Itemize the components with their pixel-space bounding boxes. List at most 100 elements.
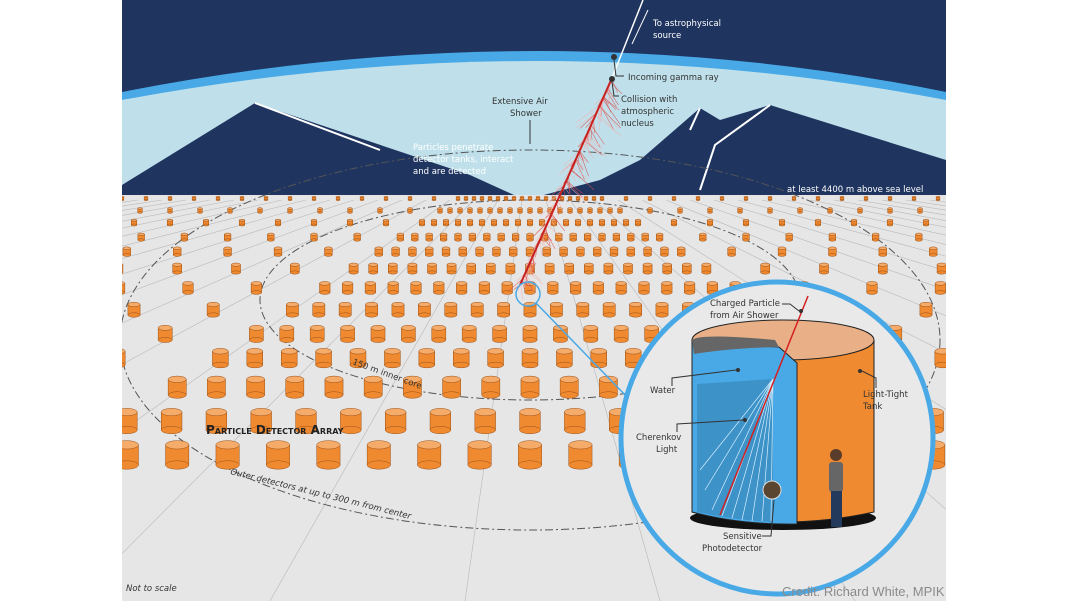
detector-tank [349,348,367,369]
collision-point [609,76,615,82]
shower-particle [530,261,534,275]
detector-tank [917,207,923,214]
detector-tank [593,246,602,257]
detector-tank [180,232,188,242]
detector-tank [919,301,933,318]
detector-tank [591,195,597,201]
detector-tank [417,440,442,470]
detector-tank [231,262,241,275]
shower-particle [584,140,603,156]
detector-tank [562,218,570,227]
detector-tank [934,281,946,295]
detector-tank [452,348,470,369]
shower-particle [556,202,559,216]
detector-tank [559,246,568,257]
detector-tank [157,325,173,343]
detector-tank [246,348,264,369]
detector-tank [127,301,141,318]
shower-particle [588,131,592,141]
shower-core [519,77,613,286]
detector-tank [279,325,295,343]
shower-particle [575,112,598,129]
detector-tank [471,195,477,201]
grid-line [0,200,90,601]
detector-tank [425,246,434,257]
detector-tank [587,207,593,214]
grid-line [122,199,403,324]
detector-tank [577,207,583,214]
detector-tank [878,262,888,275]
detector-tank [638,281,650,295]
detector-tank [466,262,476,275]
detector-tank [527,207,533,214]
detector-tank [660,246,669,257]
detector-tank [583,195,589,201]
detector-tank [370,325,386,343]
detector-tank [207,375,226,399]
detector-tank [507,207,513,214]
shower-particle [531,258,537,265]
detector-tank [478,218,486,227]
grid-line [269,199,499,601]
detector-tank [568,440,593,470]
detector-tank [501,281,513,295]
shower-particle [548,192,562,203]
detector-tank [137,232,145,242]
detector-tank [481,375,501,399]
lens-border [618,279,936,597]
detector-tank [246,375,265,399]
detector-tank [122,195,125,201]
detector-tank [547,281,559,295]
detector-tank [383,195,389,201]
grid-line [954,200,1068,601]
shower-particle [578,152,584,172]
detector-tank [569,232,577,242]
shower-particle [550,215,559,223]
detector-tank [819,262,829,275]
detector-tank [487,207,493,214]
detector-tank [911,195,917,201]
detector-tank [249,325,264,343]
detector-tank [670,218,678,227]
detector-tank [122,348,126,368]
shower-particle [579,112,598,129]
detector-tank [828,246,837,257]
shower-particle [579,151,589,177]
detector-tank [470,301,484,318]
detector-tank [408,246,417,257]
grid-line [122,199,379,296]
detector-tank [295,408,317,434]
detector-tank [479,195,485,201]
label-penetrate-1: Particles penetrate [413,143,493,153]
detector-tank [108,208,113,214]
detector-tank [760,262,770,275]
detector-tank [407,195,413,201]
detector-tank [431,325,447,343]
detector-tank [609,246,619,257]
detector-tank [576,246,585,257]
detector-tank [615,281,627,295]
detector-tank [442,375,461,399]
detector-tank [655,301,669,318]
detector-tank [215,440,240,470]
detector-tank [167,195,173,201]
detector-tank [483,232,491,242]
detector-tank [202,218,210,227]
detector-tank [623,262,633,275]
detector-tank [454,232,462,242]
detector-tank [280,348,298,369]
tank-cutaway [690,295,876,530]
detector-tank [492,325,507,343]
detector-tank [374,246,383,257]
detector-tank [719,195,725,201]
detector-tank [324,246,333,257]
label-penetrate-2: detector tanks, interact [413,155,514,165]
detector-tank [342,281,354,295]
detector-tank [197,207,203,214]
shower-particle [546,224,563,238]
detector-tank [160,408,183,434]
label-altitude: at least 4400 m above sea level [787,185,923,195]
label-not-to-scale: Not to scale [126,584,177,594]
detector-tank [167,375,187,399]
detector-tank [647,195,653,201]
